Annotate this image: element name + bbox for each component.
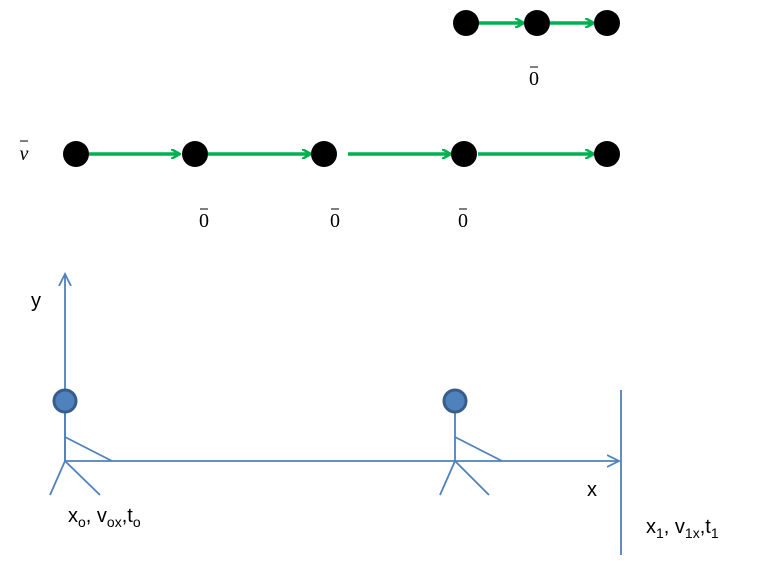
- x-axis-label: x: [587, 479, 597, 501]
- top-chain: 0: [453, 10, 620, 90]
- person-head-end: [442, 388, 468, 414]
- stick-figure-end: [439, 388, 503, 496]
- top-zero-label: 0: [529, 68, 539, 90]
- mid-dot-4: [451, 141, 477, 167]
- zero-vector-2: 0: [330, 208, 340, 232]
- velocity-vector-symbol: v: [20, 140, 29, 165]
- zero-vector-1: 0: [199, 208, 209, 232]
- svg-text:0: 0: [458, 210, 468, 232]
- mid-dot-3: [311, 141, 337, 167]
- top-dot-3: [594, 10, 620, 36]
- velocity-label: v: [20, 143, 29, 165]
- svg-text:0: 0: [199, 210, 209, 232]
- person-head-start: [52, 388, 78, 414]
- coordinate-axes: y x: [31, 274, 619, 501]
- y-axis-label: y: [31, 290, 41, 312]
- top-dot-2: [524, 10, 550, 36]
- top-zero-vector: 0: [529, 66, 539, 90]
- end-state-label: x1, v1x,t1: [646, 516, 719, 541]
- svg-text:0: 0: [330, 210, 340, 232]
- start-state-label: xo, vox,to: [68, 505, 141, 530]
- zero-vector-3: 0: [458, 208, 468, 232]
- stick-figure-start: [49, 388, 113, 496]
- middle-chain: v 0 0 0: [20, 140, 620, 232]
- mid-dot-5: [594, 141, 620, 167]
- mid-dot-2: [182, 141, 208, 167]
- mid-dot-1: [63, 141, 89, 167]
- top-dot-1: [453, 10, 479, 36]
